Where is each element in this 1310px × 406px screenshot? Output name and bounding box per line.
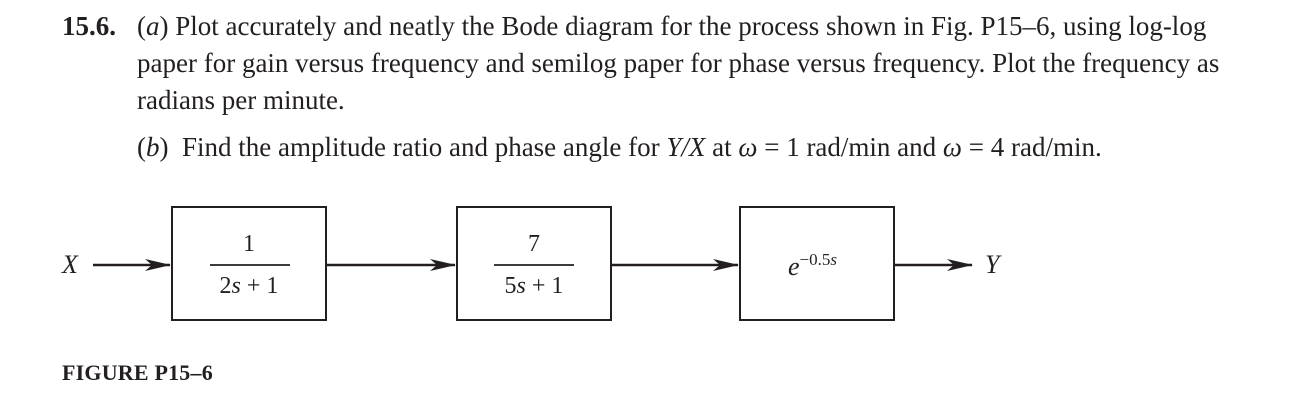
block-2 (456, 206, 612, 321)
part-b-omega-1: ω (738, 132, 758, 162)
part-b-text-3: = 1 rad/min and (757, 132, 943, 162)
block-1-numerator: 1 (243, 231, 255, 257)
part-b-omega-2: ω (942, 132, 962, 162)
part-b-ratio: Y/X (666, 132, 706, 162)
block-2-numerator: 7 (528, 231, 540, 257)
problem-number: 15.6. (62, 11, 116, 41)
problem-part-b: (b) Find the amplitude ratio and phase a… (62, 129, 1262, 166)
block-1 (171, 206, 327, 321)
block-1-denominator: 2s + 1 (220, 273, 279, 299)
part-b-close-paren: ) (159, 132, 169, 162)
input-label: X (61, 250, 79, 279)
part-b-open-paren: ( (137, 132, 146, 162)
part-a-open-paren: ( (137, 11, 146, 41)
part-b-text-2: at (705, 132, 739, 162)
part-b-text-1: Find the amplitude ratio and phase angle… (168, 132, 667, 162)
part-a-text: Plot accurately and neatly the Bode diag… (137, 11, 1220, 115)
part-a-label: a (146, 11, 160, 41)
block-3 (739, 206, 895, 321)
output-label: Y (985, 250, 1002, 279)
block-3-exponential: e−0.5s (788, 250, 837, 281)
problem-part-a: 15.6. (a) Plot accurately and neatly the … (62, 8, 1262, 119)
block-2-denominator: 5s + 1 (505, 273, 564, 299)
figure-caption: FIGURE P15–6 (62, 360, 213, 385)
problem-statement: 15.6.(a) Plot accurately and neatly the … (62, 8, 1262, 166)
part-b-text-4: = 4 rad/min. (962, 132, 1102, 162)
part-b-label: b (146, 132, 160, 162)
block-diagram: X 1 2s + 1 7 5s + 1 e−0.5s Y (61, 206, 1002, 321)
part-a-close-paren: ) (159, 11, 169, 41)
